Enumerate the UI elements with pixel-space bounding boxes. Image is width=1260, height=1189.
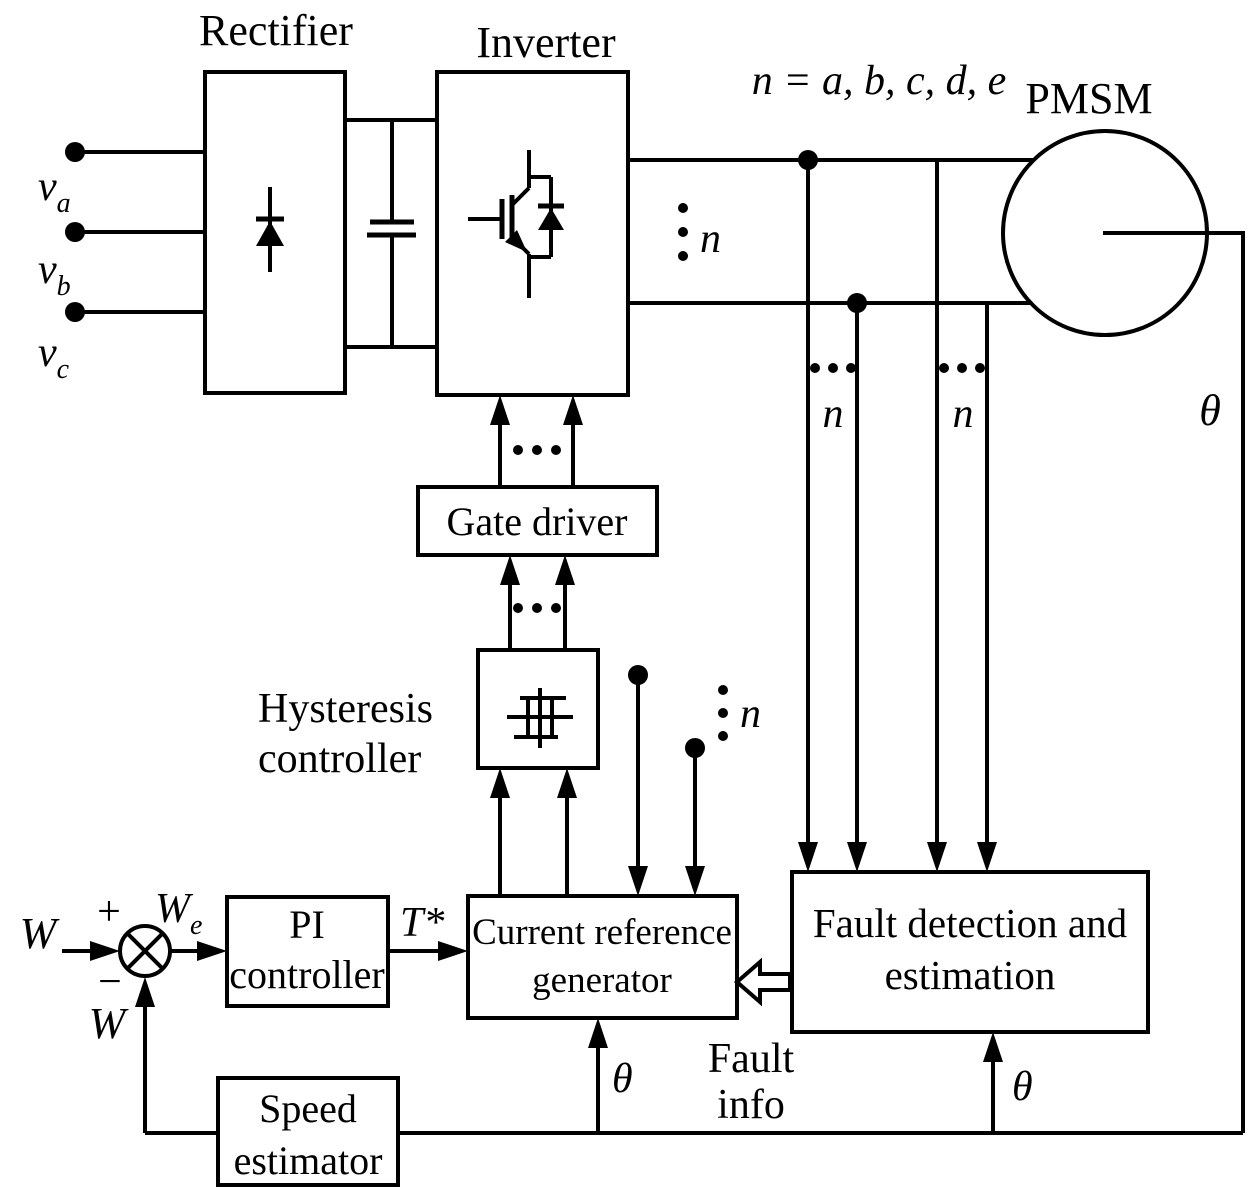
diode-icon: [256, 187, 284, 272]
hysteresis-loop-icon: [507, 688, 573, 748]
tap-count-label: n: [740, 691, 761, 737]
antiparallel-diode-icon: [538, 208, 564, 230]
ellipsis-dots: [513, 203, 985, 741]
speed-feedback-label: W: [89, 999, 129, 1048]
vb-label: vb: [38, 247, 71, 302]
fault-info-label-line2: info: [717, 1082, 785, 1128]
plus-sign: +: [97, 889, 121, 935]
hysteresis-label-line2: controller: [258, 736, 421, 782]
pmsm-label: PMSM: [1025, 74, 1152, 123]
junction-dot: [798, 150, 818, 170]
speed-estimator-label-line2: estimator: [234, 1138, 383, 1183]
vc-label: vc: [38, 330, 70, 385]
input-terminal-dot: [65, 302, 85, 322]
igbt-icon: [468, 150, 564, 298]
sensor-feedback-wires: [798, 150, 989, 844]
input-terminal-dot: [65, 222, 85, 242]
sensor-count-label-2: n: [953, 391, 974, 437]
current-tap-wires: [628, 665, 705, 868]
dc-link-capacitor-icon: [367, 120, 416, 347]
sensor-count-label-1: n: [823, 391, 844, 437]
inverter-block: [435, 70, 630, 397]
theta-feedback-wire: [1103, 231, 1245, 1133]
summing-junction: [118, 924, 172, 978]
three-phase-input-wires: [65, 142, 205, 322]
va-label: va: [38, 164, 71, 219]
fault-detection-block: [790, 870, 1150, 1034]
theta-label-right: θ: [1199, 386, 1221, 435]
arrowheads: [90, 395, 1003, 1062]
motor-phase-wires: [628, 158, 1034, 305]
theta-label-fault: θ: [1012, 1064, 1033, 1110]
speed-error-label: We: [155, 886, 202, 941]
gate-driver-label: Gate driver: [446, 499, 627, 544]
minus-sign: −: [98, 959, 122, 1005]
input-terminal-dot: [65, 142, 85, 162]
pi-label-line1: PI: [289, 902, 325, 947]
crg-label-line1: Current reference: [472, 912, 732, 953]
junction-dot: [847, 293, 867, 313]
theta-label-crg: θ: [612, 1056, 633, 1102]
hysteresis-label-line1: Hysteresis: [258, 686, 433, 732]
tap-terminal-dot: [685, 738, 705, 758]
speed-estimator-block: [216, 1076, 400, 1187]
fault-info-block-arrow-icon: [733, 957, 792, 1007]
pi-label-line2: controller: [229, 952, 385, 997]
inverter-label: Inverter: [476, 18, 616, 67]
current-reference-generator-block: [466, 894, 739, 1020]
fault-detection-label-line1: Fault detection and: [813, 900, 1127, 946]
pi-controller-block: [225, 895, 390, 1008]
control-chain-wires: [62, 425, 575, 953]
fault-detection-label-line2: estimation: [885, 952, 1056, 998]
fault-info-label-line1: Fault: [708, 1036, 795, 1082]
tap-terminal-dot: [628, 665, 648, 685]
torque-reference-label: T*: [400, 900, 444, 946]
gate-driver-block: [416, 485, 659, 557]
speed-reference-label: W: [20, 909, 60, 958]
speed-estimator-label-line1: Speed: [259, 1086, 357, 1131]
phase-count-label: n: [700, 216, 721, 262]
crg-label-line2: generator: [532, 960, 672, 1001]
rectifier-label: Rectifier: [199, 6, 353, 55]
phase-set-note: n = a, b, c, d, e: [752, 58, 1007, 104]
